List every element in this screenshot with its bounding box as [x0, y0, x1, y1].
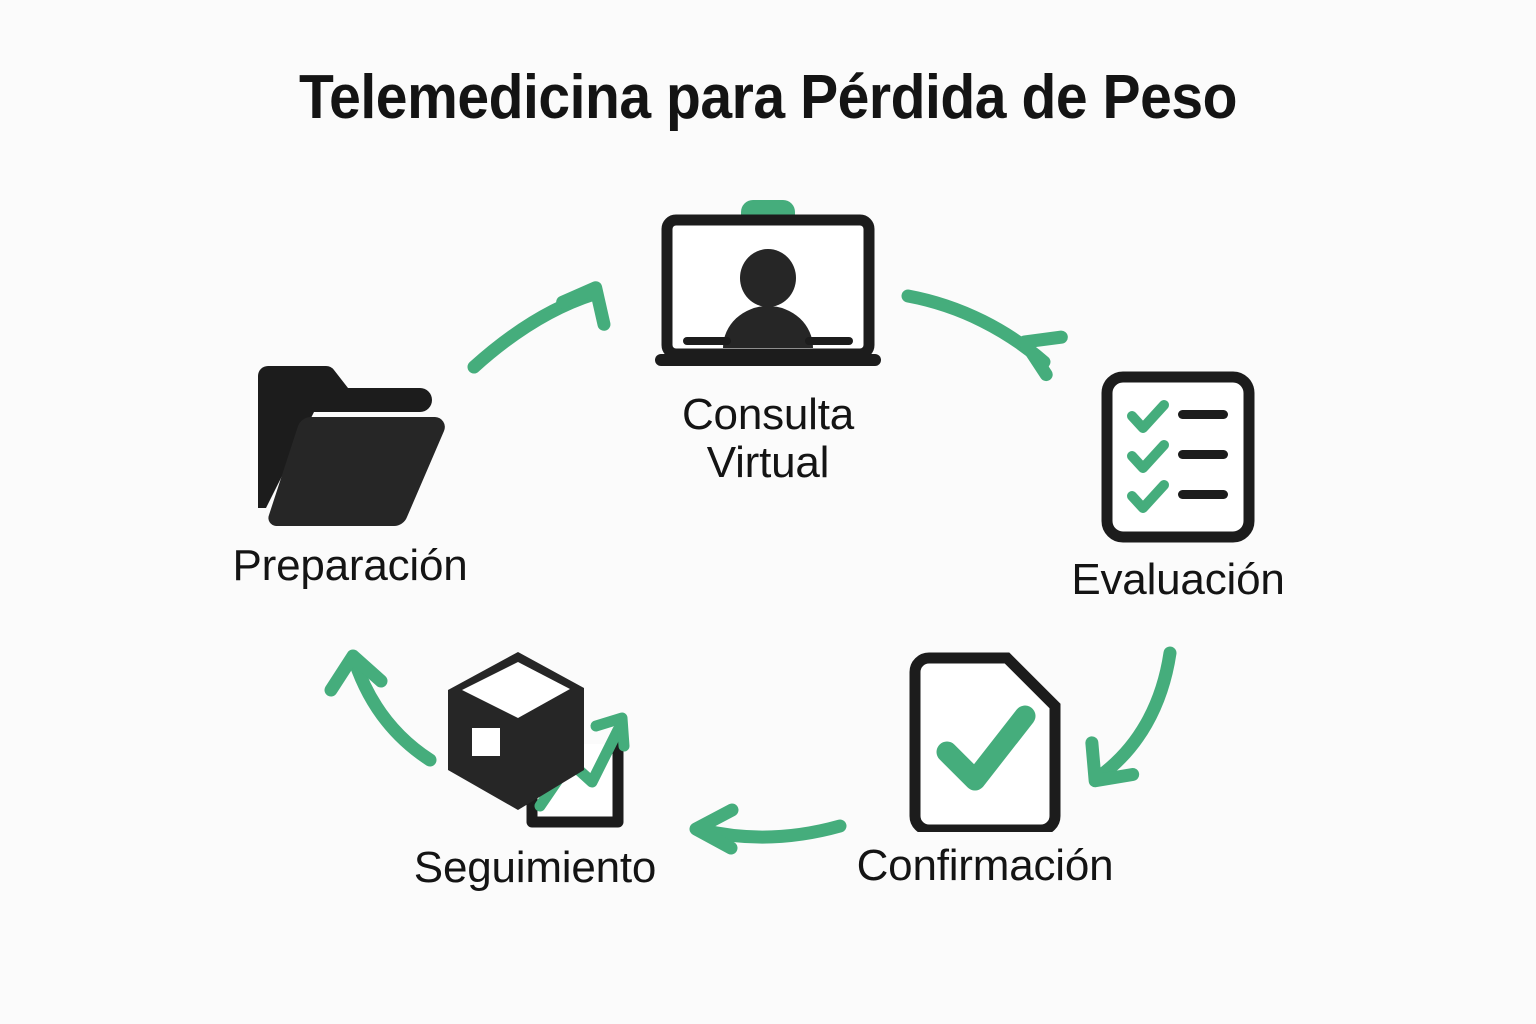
document-checkmark-icon	[909, 652, 1061, 832]
step-label-seguimiento: Seguimiento	[413, 843, 657, 892]
step-node-evaluacion[interactable]: Evaluación	[1008, 368, 1348, 604]
arrow-consulta-evaluacion	[901, 289, 1068, 382]
step-label-preparacion: Preparación	[232, 541, 468, 590]
step-label-consulta-virtual: Consulta Virtual	[681, 390, 855, 487]
step-node-confirmacion[interactable]: Confirmación	[790, 652, 1180, 890]
arrow-preparacion-consulta	[467, 281, 611, 374]
step-label-evaluacion: Evaluación	[1071, 555, 1285, 604]
step-node-preparacion[interactable]: Preparación	[180, 360, 520, 590]
box-growth-chart-icon	[448, 652, 630, 828]
step-node-seguimiento[interactable]: Seguimiento	[360, 644, 710, 892]
step-node-consulta-virtual[interactable]: Consulta Virtual	[608, 196, 928, 486]
page-title: Telemedicina para Pérdida de Peso	[299, 63, 1237, 132]
open-folder-icon	[258, 366, 445, 526]
checklist-document-icon	[1101, 371, 1255, 543]
video-consultation-laptop-icon	[655, 200, 881, 366]
step-label-confirmacion: Confirmación	[856, 841, 1114, 890]
